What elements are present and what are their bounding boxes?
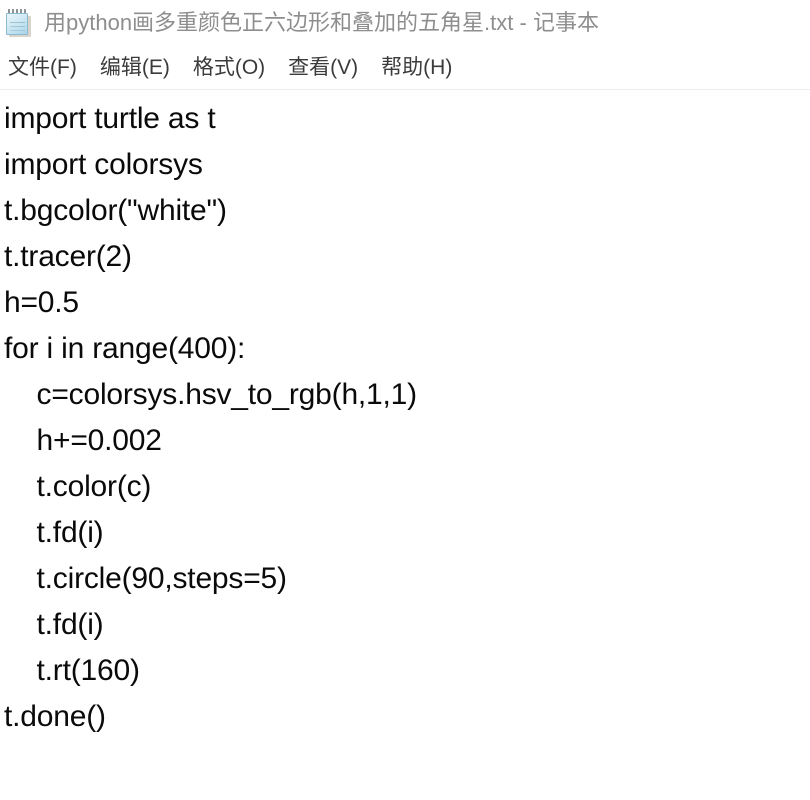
text-line: for i in range(400): (4, 332, 246, 365)
text-line: t.bgcolor("white") (4, 194, 227, 227)
text-line: t.circle(90,steps=5) (4, 562, 287, 595)
text-line: t.fd(i) (4, 516, 104, 549)
text-line: t.done() (4, 700, 106, 733)
text-line: t.rt(160) (4, 654, 140, 687)
text-line: import colorsys (4, 148, 203, 181)
title-bar: 用python画多重颜色正六边形和叠加的五角星.txt - 记事本 (0, 0, 810, 46)
text-line: import turtle as t (4, 102, 216, 135)
notepad-icon (4, 9, 34, 39)
window-title: 用python画多重颜色正六边形和叠加的五角星.txt - 记事本 (44, 10, 599, 35)
text-line: h=0.5 (4, 286, 79, 319)
menu-item-file[interactable]: 文件(F) (8, 56, 77, 79)
text-line: t.color(c) (4, 470, 152, 503)
menu-item-view[interactable]: 查看(V) (288, 56, 359, 79)
text-line: t.fd(i) (4, 608, 104, 641)
text-line: h+=0.002 (4, 424, 162, 457)
menu-item-format[interactable]: 格式(O) (192, 56, 266, 79)
menu-item-edit[interactable]: 编辑(E) (99, 56, 170, 79)
menu-item-help[interactable]: 帮助(H) (381, 56, 453, 79)
text-line: t.tracer(2) (4, 240, 132, 273)
text-editor-area[interactable]: import turtle as t import colorsys t.bgc… (0, 90, 810, 798)
text-line: c=colorsys.hsv_to_rgb(h,1,1) (4, 378, 418, 411)
menu-bar: 文件(F) 编辑(E) 格式(O) 查看(V) 帮助(H) (0, 46, 810, 90)
